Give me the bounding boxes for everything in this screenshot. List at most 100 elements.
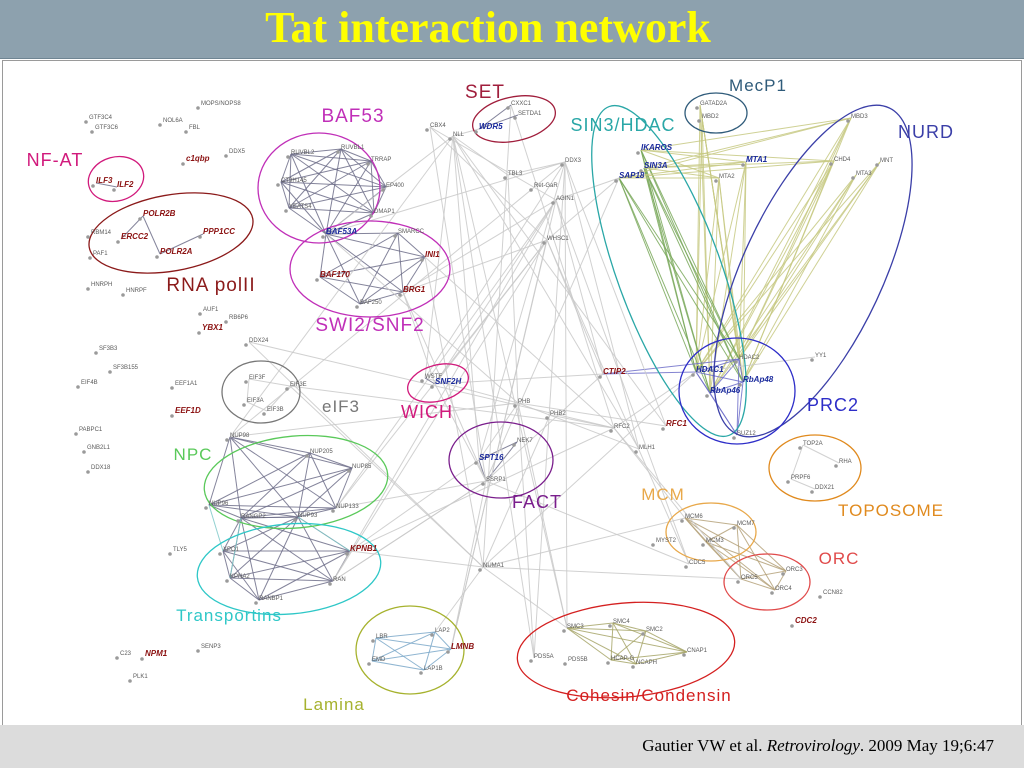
node-senp3: SENP3 [196, 644, 221, 653]
node-ep400-label: EP400 [386, 183, 405, 189]
node-top2a: TOP2A [798, 441, 823, 450]
node-ep400: EP400 [381, 183, 405, 192]
node-rangp2: RANGP2 [236, 514, 266, 523]
edge-ddx3-smc3 [564, 161, 568, 629]
complex-nf-at-label: NF-AT [27, 150, 84, 170]
edge-ruvbl2-ep400 [290, 153, 387, 188]
node-phb-label: PHB [518, 399, 530, 405]
edge-ikaros-chd4 [640, 149, 835, 162]
edge-numa1-lap2 [434, 566, 484, 633]
node-ini1-label: INI1 [425, 250, 440, 259]
edge-ssrp1-sap18 [485, 177, 620, 482]
edge-rbap46-mnt [709, 161, 881, 394]
node-ruvbl1-label: RUVBL1 [341, 145, 365, 151]
node-mnt: MNT [875, 158, 893, 167]
edge-ilf3-ilf2 [95, 182, 118, 188]
edge-ini1-baf170 [319, 256, 426, 278]
edge-rbap46-mta1 [709, 161, 747, 394]
edge-agin1-snf2h [434, 199, 557, 385]
edge-cxxc1-wdr5 [478, 104, 512, 130]
node-nup133-dot [331, 509, 335, 513]
nodes-layer: MOPS/NOPS8GTF3C4GTF3C6NOL6AFBLDDX5c1qbpR… [74, 101, 893, 683]
node-cdc2-dot [790, 624, 794, 628]
node-paf1: PAF1 [88, 251, 108, 260]
node-nup96-dot [204, 506, 208, 510]
node-eif3b: EIF3B [262, 407, 284, 416]
node-cxxc1-label: CXXC1 [511, 101, 532, 107]
node-gatad2a-dot [695, 106, 699, 110]
edge-smarcc-ini1 [397, 232, 426, 258]
node-ctip2-label: CTIP2 [603, 367, 626, 376]
edge-nup98-nup96 [208, 436, 231, 506]
edge-numa1-smc3 [482, 566, 568, 629]
edge-rangp2-kpna2 [229, 517, 242, 579]
edge-phb-nup98 [229, 402, 519, 438]
node-ini1: INI1 [420, 250, 440, 262]
node-mlh1: MLH1 [634, 445, 656, 454]
node-kpnb1-dot [345, 552, 349, 556]
complex-nf-at-outline [87, 155, 145, 203]
node-ncaph-dot [631, 665, 635, 669]
node-chd4: CHD4 [829, 157, 851, 166]
node-paf1-dot [88, 256, 92, 260]
edge-lbr-emd [371, 637, 377, 662]
edge-mcm7-orc4 [736, 524, 776, 591]
edge-ddx3-mlh1 [564, 161, 640, 450]
node-sin3a-dot [639, 169, 643, 173]
node-rfc2-dot [609, 429, 613, 433]
node-lbr: LBR [371, 634, 388, 643]
node-pds5a-dot [529, 659, 533, 663]
node-gtf3c6: GTF3C6 [90, 125, 119, 134]
edge-numa1-ddx24 [248, 341, 484, 568]
edge-ct9h145-yeats4 [280, 181, 290, 209]
node-ep400-dot [381, 188, 385, 192]
edge-smc2-cnap1 [645, 630, 688, 653]
node-hnrph-dot [86, 287, 90, 291]
node-setda1: SETDA1 [513, 111, 542, 120]
node-hnrpf: HNRPF [121, 288, 147, 297]
edge-smc3-hcap-g [566, 627, 612, 661]
node-ppp1cc-dot [198, 235, 202, 239]
edge-orc5-orc3 [740, 570, 787, 580]
node-ddx5-label: DDX5 [229, 149, 246, 155]
edge-smc4-smc2 [612, 622, 647, 632]
edge-hdac2-ikaros [640, 149, 740, 360]
edge-nup96-rangp2 [208, 504, 242, 519]
node-nup205-dot [305, 454, 309, 458]
edge-mcm6-orc3 [684, 517, 787, 572]
node-sf3b3: SF3B3 [94, 346, 118, 355]
edge-kpnb1-ranbp1 [258, 550, 351, 601]
edge-rfc2-kpnb1 [349, 427, 615, 552]
edge-ep400-yeats4 [288, 186, 387, 209]
node-nup93-dot [293, 518, 297, 522]
edge-eif3f-eif3a [246, 378, 250, 403]
edge-agin1-ctip2 [555, 199, 604, 375]
node-mta1: MTA1 [741, 155, 768, 167]
edge-phb-baf53a [325, 233, 519, 404]
node-ilf3-label: ILF3 [96, 176, 113, 185]
edge-eif3a-eif3b [246, 401, 268, 412]
node-mta3-label: MTA3 [856, 171, 872, 177]
edge-hcap-g-ncaph [610, 659, 637, 665]
edge-yeats4-baf53a [288, 207, 327, 235]
edge-mcm3-orc4 [705, 541, 776, 591]
edge-numa1-ini1 [424, 256, 484, 568]
node-pabpc1-label: PABPC1 [79, 427, 103, 433]
node-nup93-label: NUP93 [298, 513, 318, 519]
node-hdac1: HDAC1 [691, 365, 724, 377]
edge-ddx3-spt16 [478, 161, 566, 461]
node-eif3a-label: EIF3A [247, 398, 264, 404]
node-mops-nops8: MOPS/NOPS8 [196, 101, 241, 110]
edge-spt16-kpnb1 [349, 459, 480, 552]
edge-ct9h145-dmap1 [280, 181, 375, 214]
node-rfc1-label: RFC1 [666, 419, 687, 428]
edge-rfc2-mcm6 [613, 427, 686, 519]
node-ilf2: ILF2 [112, 180, 134, 192]
complex-nurd-outline [713, 104, 913, 438]
edge-hdac1-mnt [695, 161, 881, 373]
edge-spt16-nek7 [478, 441, 518, 461]
edge-rbap48-rbap46 [709, 381, 744, 394]
node-polr2b-dot [138, 217, 142, 221]
node-eif3e-dot [285, 387, 289, 391]
complex-orc-label: ORC [819, 549, 860, 568]
